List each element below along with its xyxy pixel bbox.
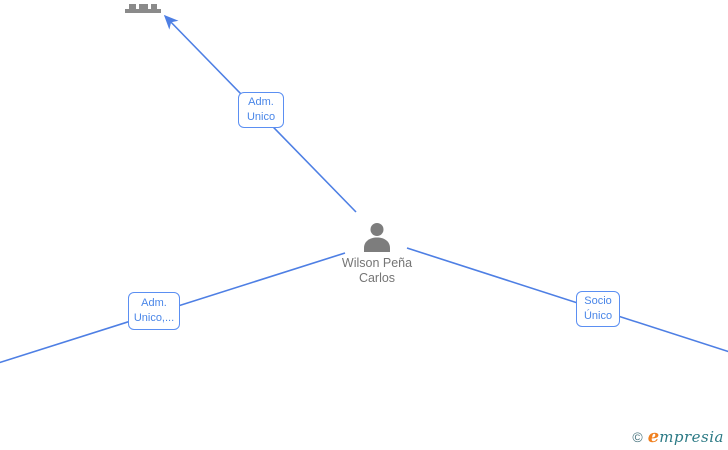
person-name-line2: Carlos — [358, 271, 396, 285]
edge-label-adm-unico[interactable]: Adm. Unico — [238, 92, 284, 128]
edge-label-text: Adm. — [141, 297, 167, 309]
building-icon — [125, 4, 161, 13]
edge-label-text: Socio — [584, 295, 612, 307]
person-name: Wilson Peña Carlos — [312, 256, 442, 286]
person-name-line1: Wilson Peña — [341, 256, 413, 270]
person-icon — [364, 223, 390, 252]
edge-label-text: Unico — [246, 111, 276, 123]
edge-label-socio-unico[interactable]: Socio Único — [576, 291, 620, 327]
company-node[interactable] — [124, 0, 162, 13]
empresia-logo[interactable]: © e mpresia — [632, 426, 724, 447]
edge-label-text: Adm. — [248, 96, 274, 108]
edge-label-text: Único — [583, 310, 613, 322]
copyright-symbol: © — [632, 429, 643, 445]
edge-label-text: Unico,... — [133, 312, 175, 324]
logo-wordmark: mpresia — [659, 428, 724, 446]
logo-letter-e: e — [647, 426, 660, 447]
person-node[interactable]: Wilson Peña Carlos — [312, 222, 442, 286]
edge-label-adm-unico-more[interactable]: Adm. Unico,... — [128, 292, 180, 330]
edge-line-right — [406, 247, 728, 353]
